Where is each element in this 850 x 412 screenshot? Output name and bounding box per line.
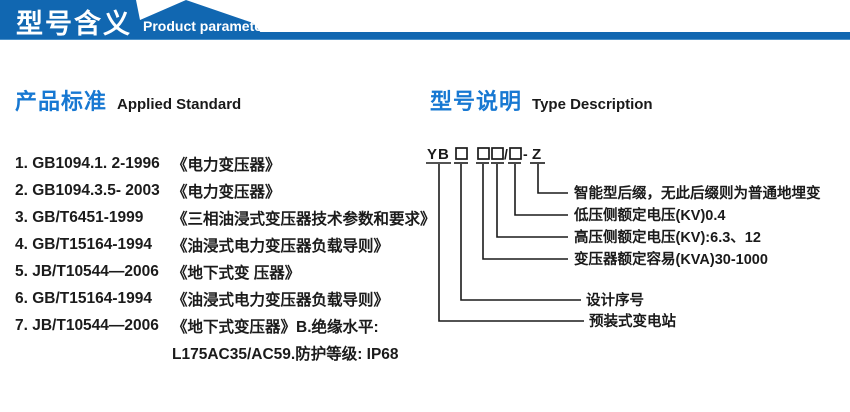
connector-hv xyxy=(496,164,568,238)
standard-title: 《油浸式电力变压器负载导则》 xyxy=(172,237,390,255)
type-description-heading-en: Type Description xyxy=(532,96,653,113)
standard-row-continuation: L175AC35/AC59.防护等级: IP68 xyxy=(15,339,430,366)
standard-row: 6. GB/T15164-1994 《油浸式电力变压器负载导则》 xyxy=(15,285,430,312)
connector-smart-suffix xyxy=(537,164,568,194)
standard-code: 6. GB/T15164-1994 xyxy=(15,289,153,307)
model-prefix: YB xyxy=(427,146,450,163)
standard-row: 7. JB/T10544—2006 《地下式变压器》B.绝缘水平: xyxy=(15,312,430,339)
standards-list: 1. GB1094.1. 2-1996 《电力变压器》 2. GB1094.3.… xyxy=(15,150,436,366)
label-lv-voltage: 低压侧额定电压(KV)0.4 xyxy=(573,206,725,224)
model-box-design xyxy=(455,147,468,160)
standard-row: 1. GB1094.1. 2-1996 《电力变压器》 xyxy=(15,150,430,177)
applied-standard-heading-cn: 产品标准 xyxy=(15,89,108,114)
label-hv-voltage: 高压侧额定电压(KV):6.3、12 xyxy=(574,228,761,246)
standard-row: 2. GB1094.3.5- 2003 《电力变压器》 xyxy=(15,177,430,204)
label-design-no: 设计序号 xyxy=(586,291,644,309)
standard-code: 5. JB/T10544—2006 xyxy=(15,262,159,280)
standard-title: 《电力变压器》 xyxy=(172,183,281,201)
page-subtitle: Product parameters xyxy=(143,18,276,34)
type-description-heading-cn: 型号说明 xyxy=(430,89,523,114)
applied-standard-heading: 产品标准 Applied Standard xyxy=(15,84,241,116)
standard-code: 7. JB/T10544—2006 xyxy=(15,316,159,334)
standard-title: 《地下式变压器》B.绝缘水平: xyxy=(172,318,379,336)
connector-lv xyxy=(514,164,568,216)
model-box-hv xyxy=(491,147,504,160)
page-title: 型号含义 xyxy=(16,9,132,39)
standard-code: 1. GB1094.1. 2-1996 xyxy=(15,154,160,172)
model-code-diagram: YB / - Z 智能型后缀，无此后缀则为普通地埋变 低压侧额定电压(KV)0.… xyxy=(426,146,821,330)
standard-code: 4. GB/T15164-1994 xyxy=(15,235,153,253)
standard-title: 《三相油浸式变压器技术参数和要求》 xyxy=(172,210,436,228)
applied-standard-heading-en: Applied Standard xyxy=(117,96,242,113)
standard-code: 2. GB1094.3.5- 2003 xyxy=(15,181,160,199)
model-slash: / xyxy=(504,146,508,162)
model-box-capacity xyxy=(477,147,490,160)
label-smart-suffix: 智能型后缀，无此后缀则为普通地埋变 xyxy=(574,184,821,202)
standard-title: 《油浸式电力变压器负载导则》 xyxy=(172,291,390,309)
standard-row: 5. JB/T10544—2006 《地下式变 压器》 xyxy=(15,258,430,285)
standard-title: L175AC35/AC59.防护等级: IP68 xyxy=(172,345,399,363)
header-banner-bar xyxy=(0,32,850,40)
model-suffix: Z xyxy=(532,146,542,163)
connector-capacity xyxy=(482,164,568,260)
connector-substation xyxy=(438,164,584,322)
label-capacity: 变压器额定容易(KVA)30-1000 xyxy=(574,250,768,268)
standard-row: 4. GB/T15164-1994 《油浸式电力变压器负载导则》 xyxy=(15,231,430,258)
standard-title: 《地下式变 压器》 xyxy=(172,264,301,282)
type-description-heading: 型号说明 Type Description xyxy=(430,84,653,116)
label-substation: 预装式变电站 xyxy=(589,312,676,330)
connector-design-no xyxy=(460,164,581,301)
model-dash: - xyxy=(523,146,528,162)
model-box-lv xyxy=(509,147,522,160)
standard-title: 《电力变压器》 xyxy=(172,156,281,174)
standard-row: 3. GB/T6451-1999 《三相油浸式变压器技术参数和要求》 xyxy=(15,204,436,231)
standard-code: 3. GB/T6451-1999 xyxy=(15,208,144,226)
